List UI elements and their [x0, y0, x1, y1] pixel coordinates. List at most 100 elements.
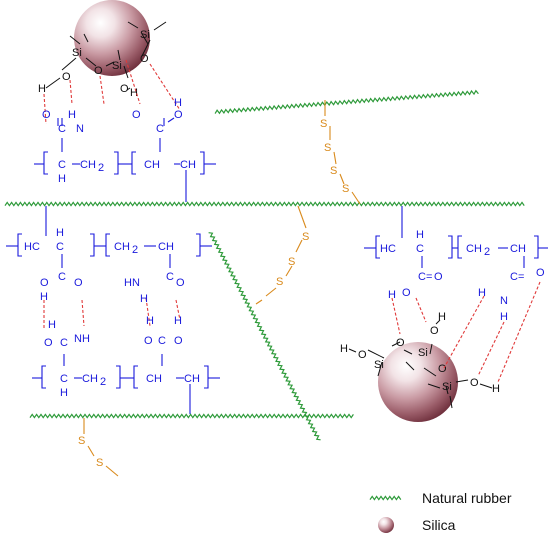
h-atom: H: [56, 227, 64, 239]
o-atom: O: [174, 335, 183, 347]
ch2-group: CH: [466, 243, 482, 255]
polymer-unit-left-upper: [6, 206, 212, 268]
o-atom: O: [176, 277, 185, 289]
o-atom: O: [42, 109, 51, 121]
ch-group: CH: [510, 243, 526, 255]
subscript: 2: [484, 246, 490, 258]
c-atom: C: [58, 123, 66, 135]
o-atom: O: [470, 377, 479, 389]
polymer-unit-top: [34, 117, 216, 202]
c-atom: C: [56, 241, 64, 253]
ch-group: CH: [158, 241, 174, 253]
h-atom: H: [174, 97, 182, 109]
polymer-unit-left-lower: [32, 354, 220, 414]
h-atom: H: [140, 293, 148, 305]
rubber-chain-bottom: [29, 413, 354, 419]
legend-silica-swatch: [378, 517, 394, 533]
legend-silica-label: Silica: [422, 517, 456, 533]
h-atom: H: [58, 173, 66, 185]
c-atom: C: [60, 373, 68, 385]
o-atom: O: [62, 71, 71, 83]
o-atom: O: [74, 277, 83, 289]
o-atom: O: [44, 337, 53, 349]
h-atom: H: [478, 287, 486, 299]
h-atom: H: [174, 315, 182, 327]
ch2-group: CH: [80, 159, 96, 171]
s-atom: S: [330, 165, 337, 177]
h-atom: H: [146, 315, 154, 327]
sulfur-atoms: S S S S S S S S S: [78, 118, 349, 469]
ch2-group: CH: [114, 241, 130, 253]
s-atom: S: [288, 256, 295, 268]
h-atom: H: [40, 291, 48, 303]
polymer-unit-right: [364, 206, 548, 268]
c-eq-group: C=: [418, 271, 432, 283]
s-atom: S: [320, 118, 327, 130]
ch-group: CH: [144, 159, 160, 171]
c-atom: C: [60, 337, 68, 349]
h-atom: H: [388, 289, 396, 301]
o-atom: O: [132, 109, 141, 121]
h-atom: H: [340, 343, 348, 355]
n-atom: N: [500, 295, 508, 307]
ch-group: CH: [146, 373, 162, 385]
o-atom: O: [402, 287, 411, 299]
h-atom: H: [500, 311, 508, 323]
h-atom: H: [416, 229, 424, 241]
si-atom: Si: [140, 29, 150, 41]
c-atom: C: [166, 271, 174, 283]
silica-particle-top: Si Si Si O O O O H H: [38, 0, 167, 99]
o-atom: O: [140, 53, 149, 65]
s-atom: S: [342, 183, 349, 195]
si-atom: Si: [418, 347, 428, 359]
hc-group: HC: [24, 241, 40, 253]
h-atom: H: [68, 109, 76, 121]
polymer-unit-right-atoms: HC C H CH 2 CH C= O O H C= O H N H: [380, 229, 545, 323]
subscript: 2: [132, 244, 138, 256]
subscript: 2: [98, 162, 104, 174]
h-atom: H: [48, 319, 56, 331]
ch-group: CH: [184, 373, 200, 385]
ch2-group: CH: [82, 373, 98, 385]
h-atom: H: [438, 311, 446, 323]
s-atom: S: [96, 457, 103, 469]
rubber-chain-top: [214, 89, 479, 115]
polymer-unit-left-upper-atoms: HC C H CH 2 CH C O O H HN C O H: [24, 227, 185, 305]
o-atom: O: [430, 325, 439, 337]
o-atom: O: [358, 349, 367, 361]
hc-group: HC: [380, 243, 396, 255]
c-eq-group: C=: [510, 271, 524, 283]
nh-group: NH: [74, 333, 90, 345]
o-atom: O: [94, 65, 103, 77]
o-atom: O: [144, 335, 153, 347]
h-atom: H: [130, 87, 138, 99]
ch-group: CH: [180, 159, 196, 171]
sulfur-bridges: [83, 100, 361, 477]
o-atom: O: [536, 267, 545, 279]
c-atom: C: [416, 243, 424, 255]
s-atom: S: [324, 142, 331, 154]
polymer-unit-top-atoms: O H C N C H CH 2 O O H C CH CH: [42, 97, 196, 185]
c-atom: C: [156, 123, 164, 135]
si-atom: Si: [112, 60, 122, 72]
si-atom: Si: [374, 359, 384, 371]
o-atom: O: [438, 363, 447, 375]
silica-particle-bottom: H O Si O Si O H O Si O H: [340, 311, 500, 422]
rubber-chain-diagonal: [208, 232, 321, 441]
o-atom: O: [396, 337, 405, 349]
h-atom: H: [60, 387, 68, 399]
legend: Natural rubber Silica: [378, 490, 512, 533]
hn-group: HN: [124, 277, 140, 289]
polymer-unit-left-lower-atoms: H NH O C C H CH 2 H H O C O CH CH: [44, 315, 200, 399]
o-atom: O: [434, 271, 443, 283]
o-atom: O: [174, 109, 183, 121]
o-atom: O: [120, 83, 129, 95]
c-atom: C: [58, 271, 66, 283]
h-atom: H: [492, 383, 500, 395]
c-atom: C: [58, 159, 66, 171]
n-atom: N: [76, 123, 84, 135]
hydrogen-bonds: [43, 59, 541, 383]
o-atom: O: [40, 277, 49, 289]
rubber-legend-swatch: [369, 495, 402, 501]
